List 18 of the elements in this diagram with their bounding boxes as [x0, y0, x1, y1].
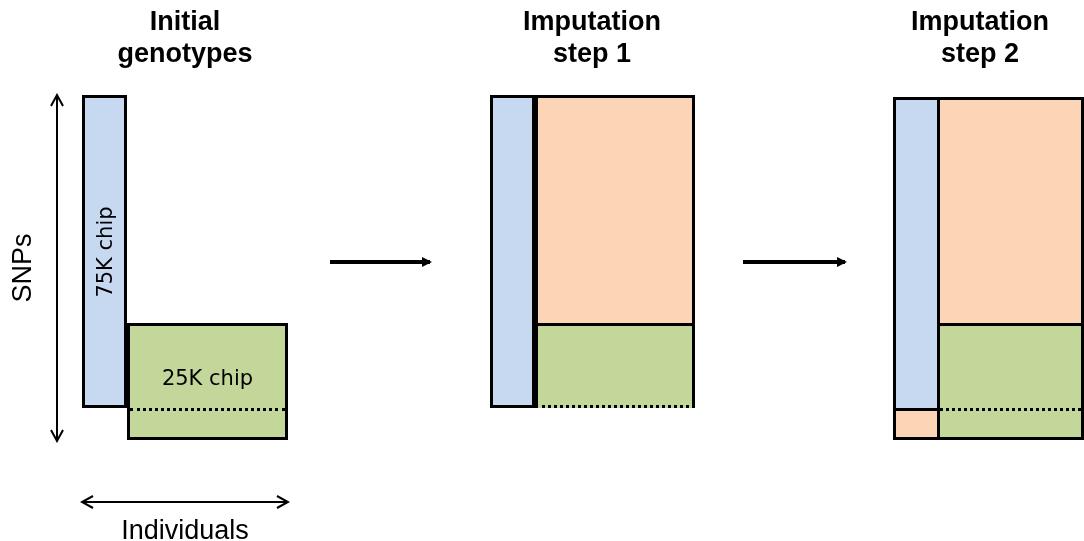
panel-heading: Initial genotypes [116, 5, 254, 69]
axis-label: Individuals [121, 514, 249, 541]
arrow [330, 257, 432, 267]
matrix-block [490, 95, 535, 408]
chip-label: 25K chip [160, 366, 255, 390]
matrix-block [893, 408, 940, 440]
matrix-block [893, 97, 940, 411]
panel-heading: Imputation step 2 [910, 5, 1050, 69]
panel-heading: Imputation step 1 [522, 5, 662, 69]
matrix-block [535, 323, 695, 408]
chip-block [127, 323, 288, 440]
chip-label: 75K chip [92, 205, 117, 298]
matrix-block [937, 323, 1084, 440]
matrix-block [937, 97, 1084, 326]
matrix-block [535, 95, 695, 326]
arrow [743, 257, 847, 267]
axis-label: SNPs [6, 233, 38, 303]
chip-block [82, 95, 127, 408]
